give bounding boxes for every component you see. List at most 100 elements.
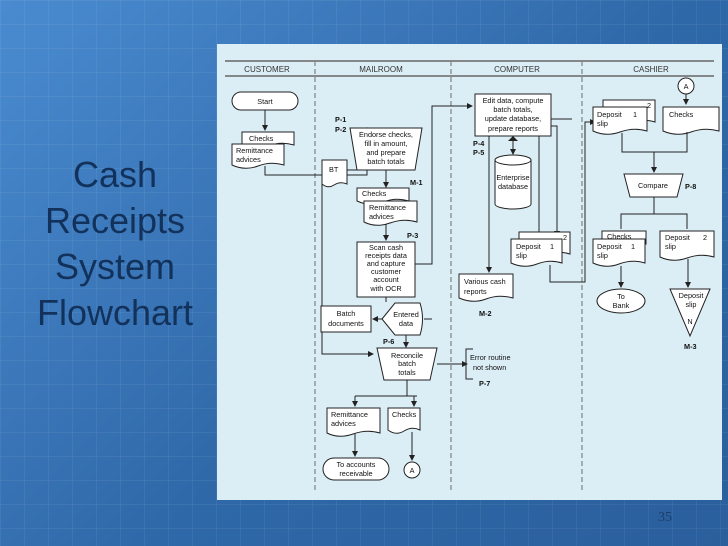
svg-text:A: A (684, 82, 689, 91)
flow-line (621, 132, 688, 153)
terminal-start: Start (231, 91, 299, 111)
flow-arrow (549, 119, 596, 283)
display-entered-data: Entered data (381, 302, 423, 336)
svg-text:2: 2 (647, 101, 651, 110)
svg-text:A: A (410, 466, 415, 475)
document-cashier-deposit-2: Deposit slip 2 (659, 230, 715, 261)
title-line-2: Receipts (44, 200, 186, 241)
step-label-p2: P-2 (335, 125, 346, 134)
process-scan: Scan cash receipts data and capture cust… (356, 241, 416, 298)
svg-text:Checks: Checks (362, 189, 387, 198)
terminal-to-bank: To Bank (596, 288, 646, 314)
title-line-1: Cash (72, 154, 158, 195)
flow-split (355, 380, 417, 397)
svg-text:Bank: Bank (613, 301, 630, 310)
svg-text:Remittance: Remittance (236, 146, 273, 155)
svg-text:slip: slip (597, 251, 608, 260)
svg-text:1: 1 (633, 110, 637, 119)
svg-text:fill in amount,: fill in amount, (365, 139, 408, 148)
title-line-4: Flowchart (36, 292, 194, 333)
connector-a-in: A (677, 77, 695, 95)
svg-text:and capture: and capture (367, 259, 406, 268)
lane-header-cashier: CASHIER (633, 65, 669, 74)
step-label-m3: M-3 (684, 342, 697, 351)
svg-text:batch totals,: batch totals, (493, 105, 532, 114)
svg-text:Remittance: Remittance (369, 203, 406, 212)
svg-text:update database,: update database, (485, 114, 541, 123)
svg-text:1: 1 (550, 242, 554, 251)
svg-text:documents: documents (328, 319, 364, 328)
step-label-p8: P-8 (685, 182, 696, 191)
svg-text:BT: BT (329, 165, 339, 174)
svg-text:Edit data, compute: Edit data, compute (483, 96, 544, 105)
svg-text:Deposit: Deposit (597, 242, 622, 251)
flow-arrow (551, 125, 560, 237)
svg-text:Error routine: Error routine (470, 353, 511, 362)
svg-text:Entered: Entered (393, 310, 419, 319)
svg-text:advices: advices (236, 155, 261, 164)
document-remittance-customer: Remittance advices (231, 143, 285, 169)
svg-text:advices: advices (331, 419, 356, 428)
process-edit-data: Edit data, compute batch totals, update … (474, 93, 552, 137)
offline-storage-batch-documents: Batch documents (320, 305, 372, 333)
document-cashier-deposit-3: Deposit slip 1 (592, 238, 646, 267)
svg-text:Reconcile: Reconcile (391, 351, 423, 360)
lane-header-customer: CUSTOMER (244, 65, 290, 74)
file-deposit-slip: Deposit slip N (669, 288, 711, 338)
document-checks-out: Checks (387, 407, 421, 434)
lane-header-computer: COMPUTER (494, 65, 540, 74)
svg-text:not shown: not shown (473, 363, 506, 372)
svg-text:Compare: Compare (638, 181, 668, 190)
svg-text:customer: customer (371, 267, 402, 276)
terminal-to-accounts-receivable: To accounts receivable (322, 457, 390, 481)
svg-text:2: 2 (563, 233, 567, 242)
manual-operation-reconcile: Reconcile batch totals (376, 347, 438, 381)
step-label-p5: P-5 (473, 148, 484, 157)
svg-text:with OCR: with OCR (369, 284, 401, 293)
manual-operation-compare: Compare (623, 173, 684, 198)
step-label-p7: P-7 (479, 379, 490, 388)
svg-text:batch: batch (398, 359, 416, 368)
document-remittance-mailroom: Remittance advices (363, 200, 418, 226)
svg-text:slip: slip (516, 251, 527, 260)
svg-text:Start: Start (257, 97, 272, 106)
step-label-p4: P-4 (473, 139, 485, 148)
svg-text:Deposit: Deposit (597, 110, 622, 119)
step-label-m2: M-2 (479, 309, 492, 318)
flow-split (620, 197, 688, 229)
svg-text:advices: advices (369, 212, 394, 221)
svg-text:N: N (687, 317, 692, 326)
manual-operation-endorse: Endorse checks, fill in amount, and prep… (349, 127, 423, 171)
svg-text:batch totals: batch totals (367, 157, 405, 166)
svg-text:reports: reports (464, 287, 487, 296)
flow-arrow (321, 344, 374, 357)
svg-text:Checks: Checks (669, 110, 694, 119)
svg-text:Scan cash: Scan cash (369, 243, 403, 252)
svg-text:prepare reports: prepare reports (488, 124, 538, 133)
document-various-reports: Various cash reports (458, 273, 514, 302)
svg-text:totals: totals (398, 368, 416, 377)
flow-arrow (415, 103, 473, 265)
document-cashier-checks: Checks (662, 106, 720, 135)
database-enterprise: Enterprise database (494, 154, 532, 210)
step-label-p1: P-1 (335, 115, 346, 124)
svg-text:Checks: Checks (392, 410, 417, 419)
svg-text:account: account (373, 275, 399, 284)
arrowhead-up (508, 136, 518, 141)
lane-header-mailroom: MAILROOM (359, 65, 403, 74)
svg-text:Deposit: Deposit (516, 242, 541, 251)
svg-text:slip: slip (597, 119, 608, 128)
document-deposit-slip-copy1: Deposit slip 1 (510, 238, 563, 267)
slide-title: Cash Receipts System Flowchart (22, 152, 208, 336)
document-remittance-out: Remittance advices (326, 407, 381, 437)
svg-text:Batch: Batch (337, 309, 356, 318)
step-label-p6: P-6 (383, 337, 394, 346)
step-label-p3: P-3 (407, 231, 418, 240)
svg-text:Remittance: Remittance (331, 410, 368, 419)
svg-text:and prepare: and prepare (366, 148, 405, 157)
flowchart-svg: CUSTOMER MAILROOM COMPUTER CASHIER Start… (225, 60, 720, 492)
svg-text:Deposit: Deposit (679, 291, 704, 300)
svg-text:To: To (617, 292, 625, 301)
svg-text:Checks: Checks (249, 134, 274, 143)
svg-text:Enterprise: Enterprise (496, 173, 529, 182)
